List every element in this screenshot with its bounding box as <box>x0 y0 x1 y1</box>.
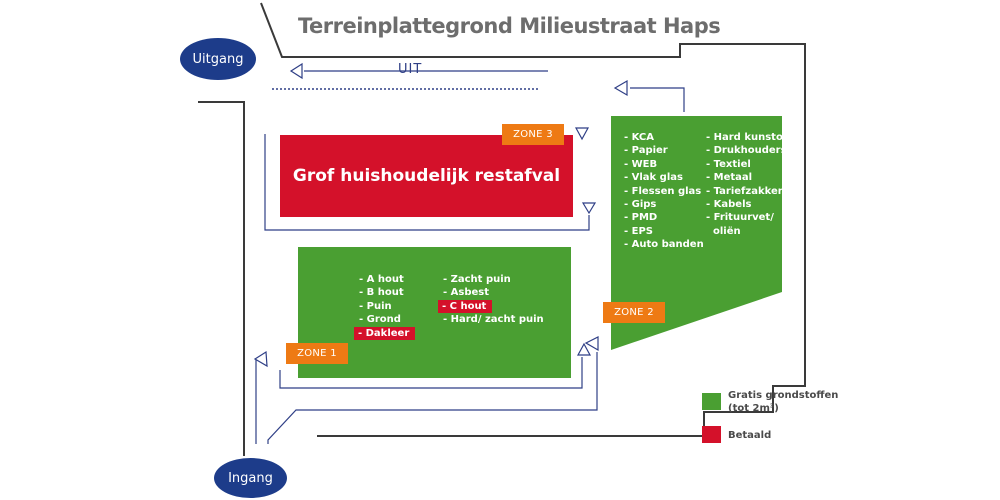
list-item: oliën <box>706 225 741 237</box>
terrain-boundary <box>260 2 806 437</box>
route-line-lower-outer <box>267 352 598 444</box>
list-item: - A hout <box>359 274 404 285</box>
exit-marker: Uitgang <box>180 38 256 80</box>
list-item: - Metaal <box>706 172 753 184</box>
zone3-block-label: Grof huishoudelijk restafval <box>292 166 561 186</box>
zone1-list-left: - A hout - B hout - Puin - Grond - Dakle… <box>354 273 416 341</box>
list-item: - Gips <box>624 199 657 211</box>
list-item-paid: - Dakleer <box>354 326 416 341</box>
list-item: - KCA <box>624 132 655 143</box>
uit-label: UIT <box>398 62 423 77</box>
list-item: - Vlak glas <box>624 172 683 184</box>
list-item: - Hard/ zacht puin <box>443 314 544 326</box>
list-item: - Frituurvet/ <box>706 212 774 224</box>
route-arrowhead-up-right <box>581 202 597 215</box>
list-item-paid: - C hout <box>438 299 493 314</box>
terrain-boundary-left <box>198 101 245 456</box>
list-item: - Flessen glas <box>624 185 702 197</box>
list-item: - PMD <box>624 212 658 224</box>
route-line-top-right <box>630 87 685 112</box>
list-item: - Grond <box>359 314 401 326</box>
route-arrowhead-top-right <box>613 79 628 97</box>
uit-arrowhead <box>289 62 303 80</box>
legend-paid-label: Betaald <box>728 430 772 441</box>
route-arrowhead-entrance <box>253 350 268 368</box>
entrance-marker: Ingang <box>214 458 287 498</box>
legend-free-label: Gratis grondstoffen (tot 2m³) <box>728 389 838 415</box>
zone3-block: Grof huishoudelijk restafval <box>280 135 573 217</box>
page-title: Terreinplattegrond Milieustraat Haps <box>298 14 721 38</box>
legend-paid-swatch <box>702 426 721 443</box>
list-item: - Drukhouders <box>706 145 787 157</box>
list-item: - Zacht puin <box>443 274 511 285</box>
zone2-badge: ZONE 2 <box>603 302 665 323</box>
zone2-list-left: - KCA - Papier - WEB - Vlak glas - Fless… <box>624 131 704 252</box>
entrance-label: Ingang <box>228 470 273 486</box>
zone3-badge: ZONE 3 <box>502 124 564 145</box>
list-item: - Puin <box>359 300 392 312</box>
list-item: - Asbest <box>443 287 489 299</box>
route-line-lower-inner <box>279 357 583 389</box>
list-item: - WEB <box>624 158 658 170</box>
list-item: - EPS <box>624 225 653 237</box>
zone1-list-right: - Zacht puin - Asbest - C hout - Hard/ z… <box>438 273 544 327</box>
route-arrowhead-lower-outer <box>584 336 599 352</box>
list-item: - Textiel <box>706 158 751 170</box>
legend-free-swatch <box>702 393 721 410</box>
list-item: - Auto banden <box>624 239 704 251</box>
zone2-list-right: - Hard kunstof - Drukhouders - Textiel -… <box>706 131 787 238</box>
list-item: - Hard kunstof <box>706 132 788 143</box>
zone2-block <box>611 116 782 350</box>
exit-label: Uitgang <box>192 51 244 67</box>
legend-free-line2: (tot 2m³) <box>728 403 779 414</box>
route-line-upper <box>264 134 590 231</box>
list-item: - B hout <box>359 287 404 299</box>
legend-free-line1: Gratis grondstoffen <box>728 390 839 401</box>
route-arrowhead-lower-inner <box>576 342 592 356</box>
list-item: - Papier <box>624 145 668 157</box>
zone1-badge: ZONE 1 <box>286 343 348 364</box>
list-item: - Tariefzakken <box>706 185 785 197</box>
list-item: - Kabels <box>706 199 752 211</box>
route-arrowhead-zone3 <box>574 127 590 141</box>
